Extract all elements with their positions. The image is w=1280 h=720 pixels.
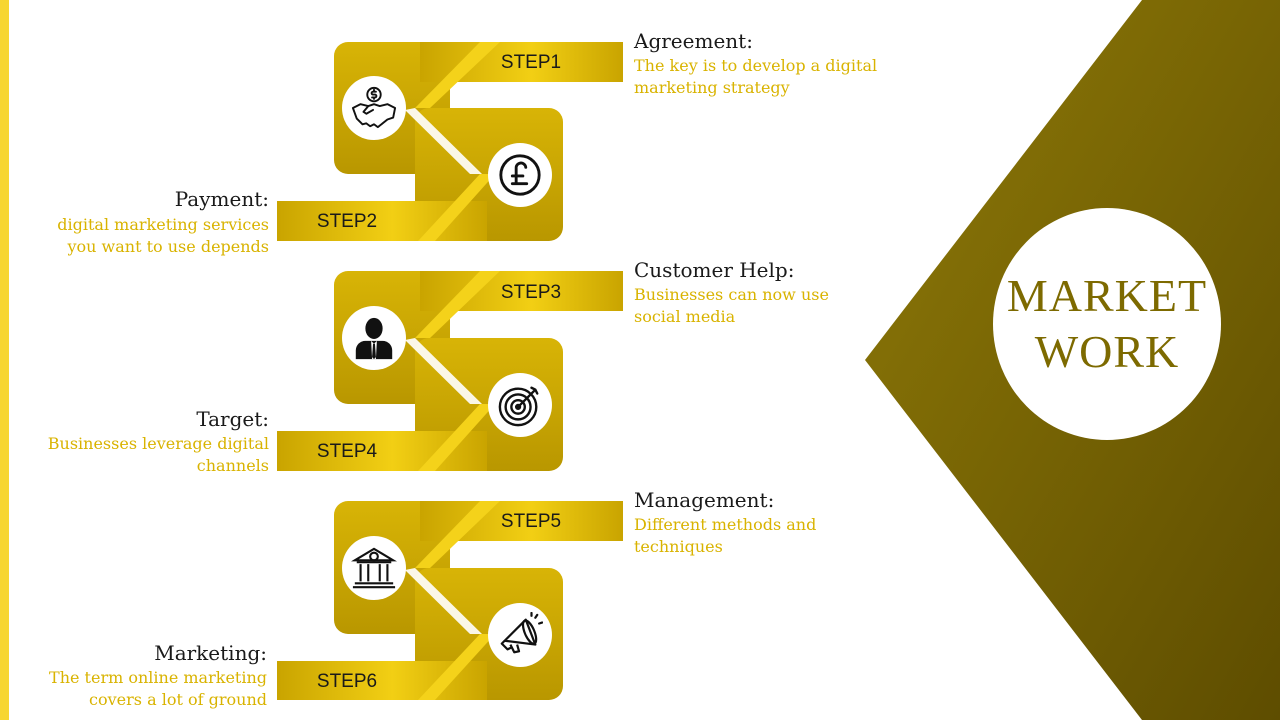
center-title-line1: MARKET: [1006, 270, 1208, 321]
step2-desc: digital marketing services you want to u…: [57, 215, 269, 256]
step5-title: Management:: [634, 488, 775, 512]
step1-label: STEP1: [500, 52, 562, 73]
step6-desc: The term online marketing covers a lot o…: [49, 668, 267, 709]
center-circle: MARKET WORK: [993, 208, 1221, 440]
step3-title: Customer Help:: [634, 258, 795, 282]
connector-group-1: [277, 42, 623, 241]
target-icon: [488, 373, 552, 437]
step3-desc: Businesses can now use social media: [634, 285, 829, 326]
step6-title: Marketing:: [154, 641, 267, 665]
step2-title: Payment:: [174, 187, 269, 211]
step5-desc: Different methods and techniques: [634, 515, 817, 556]
step4-title: Target:: [196, 407, 269, 431]
step1-title: Agreement:: [634, 29, 753, 53]
handshake-money-icon: [342, 76, 406, 140]
step4-label: STEP4: [316, 441, 378, 462]
step4-desc: Businesses leverage digital channels: [47, 434, 269, 475]
center-title-line2: WORK: [1034, 326, 1180, 377]
businessman-icon: [342, 306, 406, 370]
step3-label: STEP3: [500, 282, 562, 303]
step1-desc: The key is to develop a digital marketin…: [634, 56, 878, 97]
step5-label: STEP5: [500, 511, 562, 532]
pound-coin-icon: [488, 143, 552, 207]
megaphone-icon: [488, 603, 552, 667]
step2-label: STEP2: [316, 211, 378, 232]
bank-icon: [342, 536, 406, 600]
left-accent-bar: [0, 0, 9, 720]
step6-label: STEP6: [316, 671, 378, 692]
